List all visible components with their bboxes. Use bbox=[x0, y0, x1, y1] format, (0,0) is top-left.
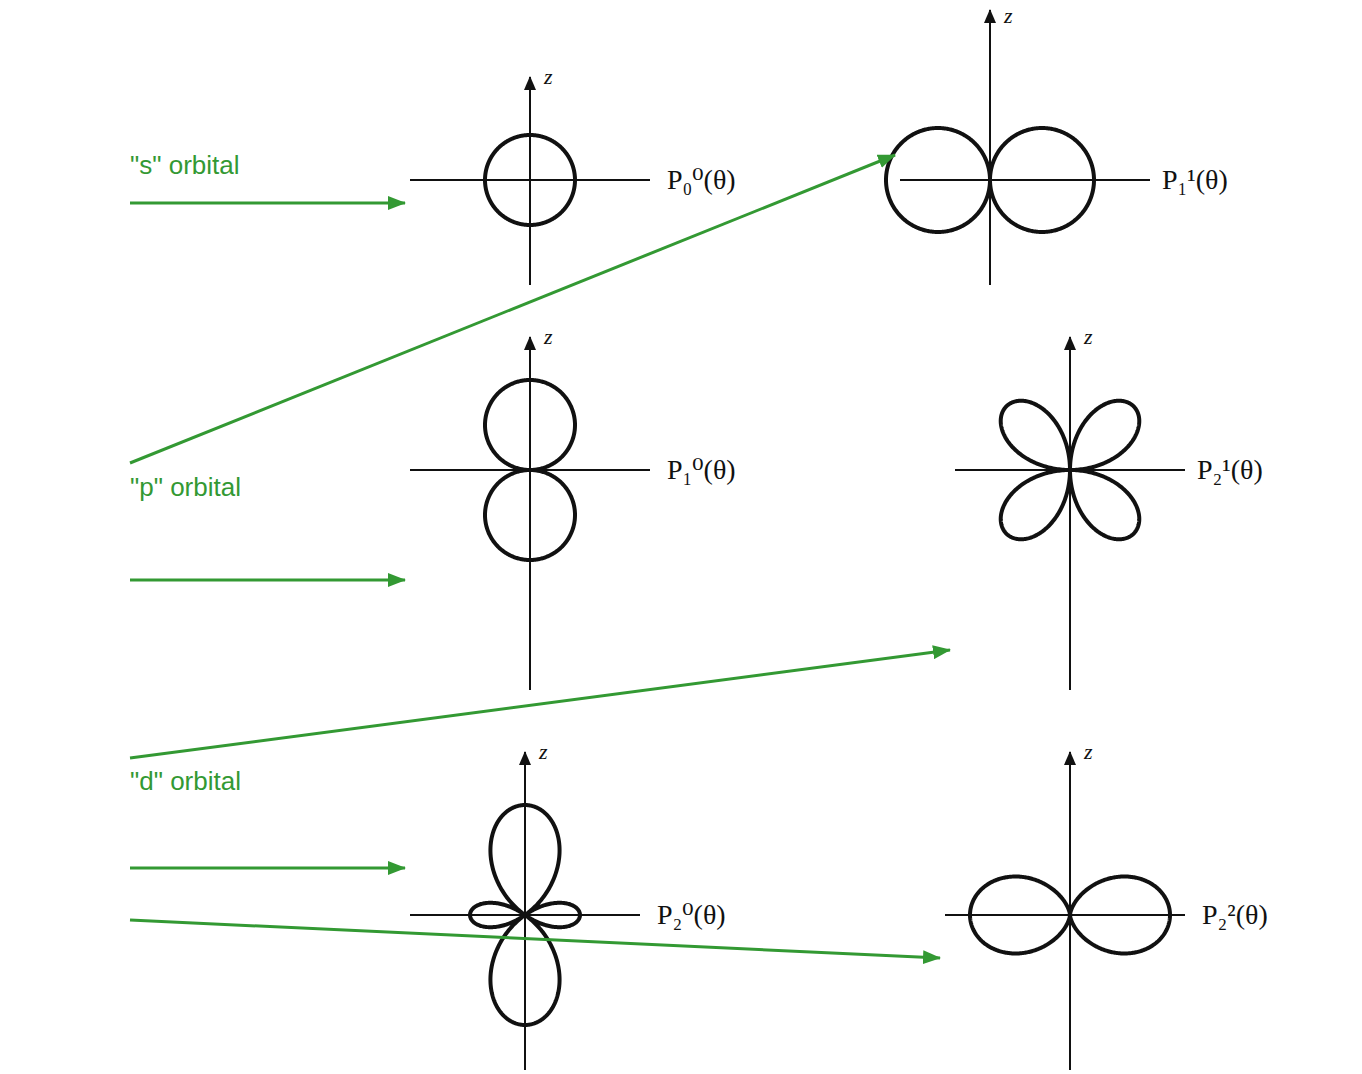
pointer-arrow bbox=[130, 920, 940, 958]
pointer-arrow bbox=[130, 202, 405, 205]
function-label: P₂²(θ) bbox=[1200, 897, 1270, 933]
function-label: P₀⁰(θ) bbox=[665, 162, 738, 198]
z-axis bbox=[529, 337, 531, 690]
z-axis bbox=[1069, 337, 1071, 690]
axis-label: z bbox=[542, 324, 555, 350]
polar-plot: zP₁⁰(θ) bbox=[405, 320, 755, 595]
x-axis bbox=[945, 914, 1185, 916]
axis-label: z bbox=[542, 64, 555, 90]
x-axis bbox=[900, 179, 1150, 181]
polar-lobe bbox=[886, 128, 1094, 232]
polar-lobe bbox=[485, 380, 575, 560]
pointer-arrow bbox=[130, 579, 405, 582]
function-label: P₂¹(θ) bbox=[1195, 452, 1265, 488]
connector-group bbox=[130, 155, 950, 958]
orbital-name: "d" orbital bbox=[130, 766, 241, 797]
z-axis bbox=[529, 77, 531, 285]
polar-lobe bbox=[485, 135, 575, 225]
polar-plot: zP₂²(θ) bbox=[940, 735, 1285, 975]
z-axis bbox=[524, 752, 526, 1070]
orbital-name: "p" orbital bbox=[130, 472, 241, 503]
polar-lobe bbox=[1001, 401, 1140, 540]
orbital-label: "d" orbital bbox=[130, 755, 245, 923]
axis-label: z bbox=[1082, 739, 1095, 765]
plot-layer bbox=[410, 10, 1185, 1070]
pointer-arrow bbox=[130, 155, 895, 463]
orbital-label: "s" orbital bbox=[130, 148, 244, 210]
axis-label: z bbox=[537, 739, 550, 765]
function-label: P₁¹(θ) bbox=[1160, 162, 1230, 198]
polar-lobe bbox=[970, 877, 1170, 954]
polar-lobe bbox=[470, 805, 580, 1025]
function-label: P₂⁰(θ) bbox=[655, 897, 728, 933]
polar-plot: zP₀⁰(θ) bbox=[405, 60, 755, 295]
polar-plot: zP₂⁰(θ) bbox=[405, 735, 750, 935]
axis-label: z bbox=[1082, 324, 1095, 350]
pointer-arrow bbox=[130, 867, 405, 870]
polar-plot: zP₂¹(θ) bbox=[950, 320, 1295, 660]
axis-label: z bbox=[1002, 3, 1015, 29]
z-axis bbox=[989, 10, 991, 285]
orbital-label: "p" orbital bbox=[130, 460, 245, 585]
orbital-name: "s" orbital bbox=[130, 150, 240, 181]
polar-plot: zP₁¹(θ) bbox=[895, 0, 1265, 295]
function-label: P₁⁰(θ) bbox=[665, 452, 738, 488]
